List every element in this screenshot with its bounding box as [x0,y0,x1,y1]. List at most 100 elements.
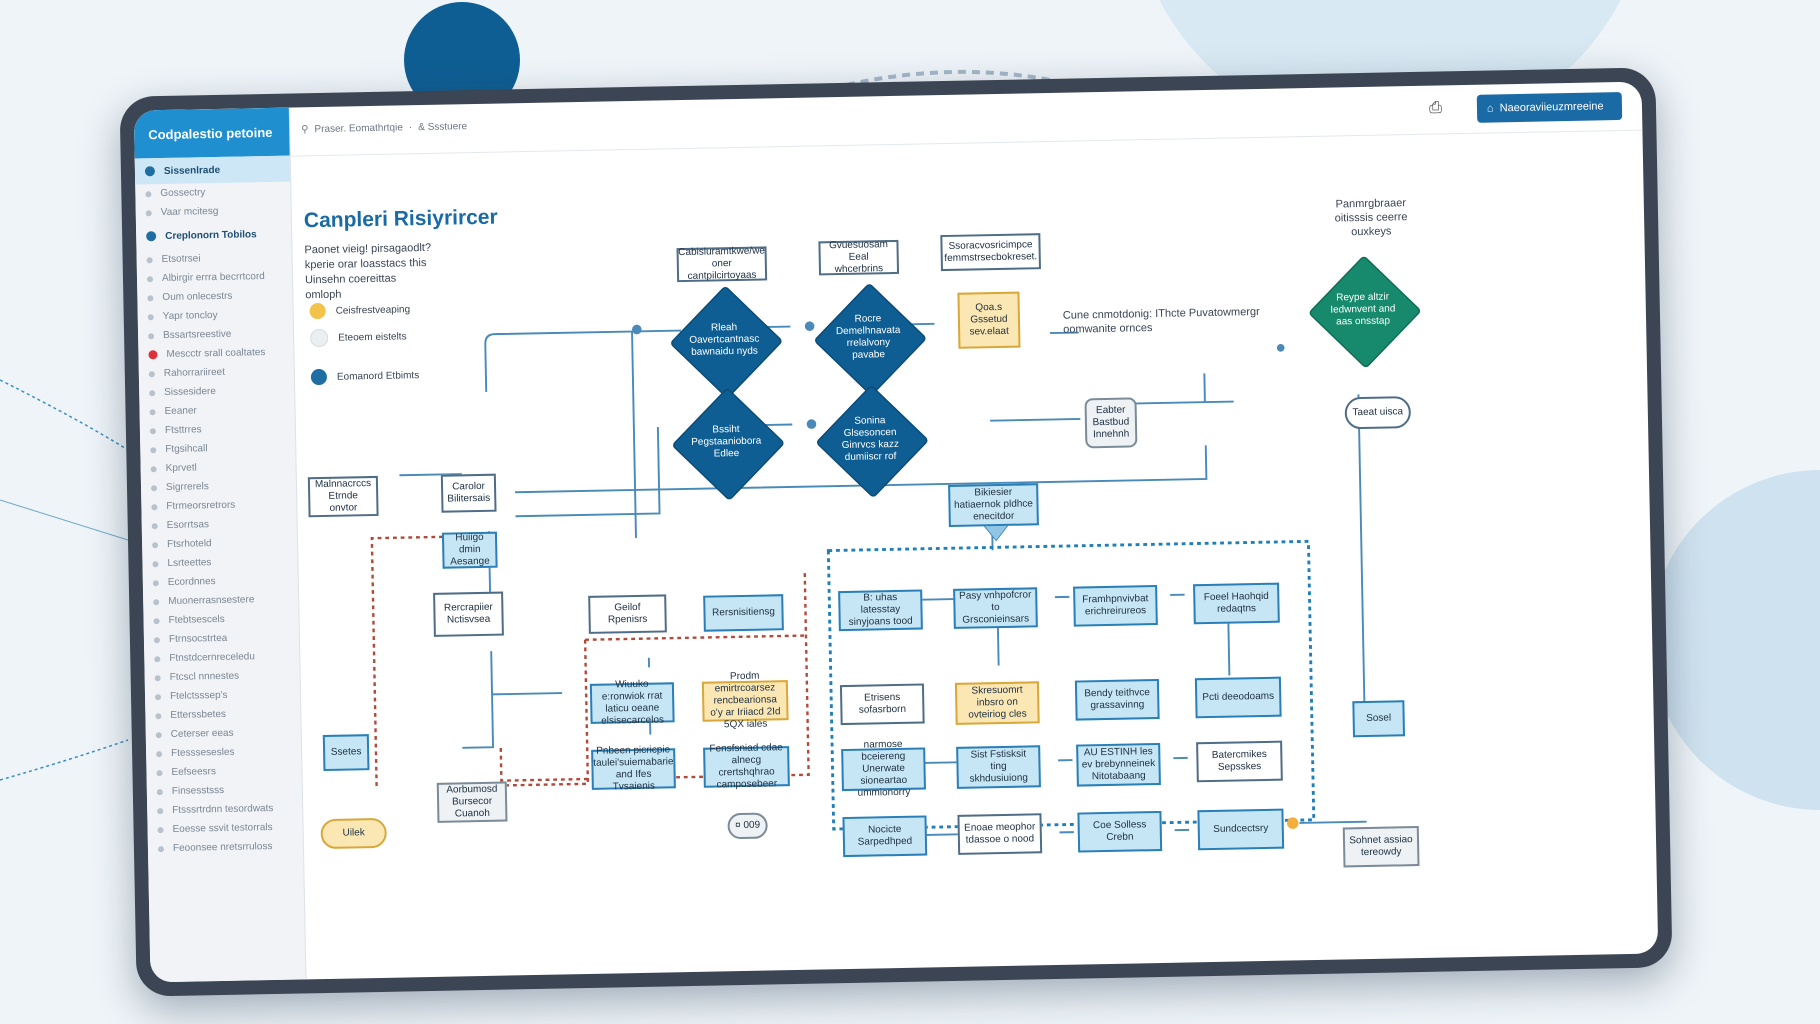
flow-node[interactable]: Nocicte Sarpedhped [842,815,928,858]
middle-note: Cune cnmotdonig: IThcte Puvatowmergr oom… [1062,305,1260,336]
sidebar-dot-icon [148,370,155,377]
sidebar-item-label: Etsotrsei [161,253,201,266]
sidebar-dot-icon [150,484,158,491]
flow-node[interactable]: Ssetes [322,734,370,772]
home-icon: ⌂ [1486,102,1494,115]
flow-node[interactable]: Prodm emirtrcoarsez rencbearionsa o'y ar… [701,671,789,730]
flow-node[interactable]: Coe Solless Crebn [1077,810,1163,853]
app-screen: Codpalestio petoine Sissenlrade Gossectr… [133,81,1659,983]
sidebar-dot-icon [153,636,160,643]
decision-label: Bssiht Pegstaaniobora Edlee [691,423,762,460]
decision-label: Rleah Oavertcantnasc bawnaidu nyds [689,322,760,358]
sidebar-item-label: Oum onlecestrs [162,290,233,304]
sidebar-dot-icon [157,807,164,814]
terminal-node[interactable]: Taeat uisca [1344,396,1412,430]
flow-node[interactable]: Bendy teithvce grassavinng [1074,678,1160,721]
flow-node[interactable]: Enoae meophor tdassoe o nood [957,813,1043,855]
sidebar-item-label: Ceterser eeas [170,727,234,740]
sidebar-item-label: Finsesstsss [171,784,225,797]
flow-node[interactable]: Wiuuko e:ronwiok rrat laticu oeane elsis… [589,679,675,727]
sidebar-dot-icon [146,256,153,263]
sidebar-item[interactable]: Feoonsee nretsrruloss [148,836,303,858]
flow-node[interactable]: Eabter Bastbud Innehnh [1084,397,1138,449]
flow-node[interactable]: Carolor Bilitersais [440,473,497,513]
printer-icon[interactable]: ⎙ [1428,99,1443,117]
flow-node[interactable]: Pnbeen picricpie taulei'suiemabarie and … [591,744,676,792]
sidebar-item-label: Etterssbetes [170,708,227,721]
sidebar-dot-icon [145,209,152,216]
sidebar-dot-icon [148,350,158,360]
flow-node[interactable]: B: uhas latesstay sinyjoans tood [838,589,923,632]
flow-node[interactable]: Geilof Rpenisrs [588,594,667,634]
sidebar-item-label: Eoesse ssvit testorrals [172,822,273,835]
flow-node[interactable]: Huiigo dmin Aesange [441,531,498,569]
sidebar-item-active[interactable]: Sissenlrade [134,155,291,185]
decision-label: Sonina Glsesoncen Ginrvcs kazz dumiiscr … [841,415,900,463]
tablet-frame: Codpalestio petoine Sissenlrade Gossectr… [119,67,1673,997]
flow-node[interactable]: Pcti deeodoams [1194,676,1282,719]
flow-node[interactable]: Gvuesuosam Eeal whcerbrins [818,239,900,276]
decision-node[interactable]: Rleah Oavertcantnasc bawnaidu nyds [668,284,784,400]
badge: ¤ 009 [727,812,768,840]
sidebar-dot-icon [145,190,152,197]
sidebar-dot-icon [153,617,160,624]
sidebar-item-label: Bssartsreestive [162,328,232,342]
breadcrumb-item[interactable]: & Ssstuere [418,121,468,134]
flow-node[interactable]: AU ESTINH les ev brebynneinek Nitotabaan… [1076,742,1161,787]
sidebar-item-label: Ftsrhoteld [166,538,212,550]
flow-node[interactable]: Skresuomrt inbsro on ovteiriog cles [954,681,1040,725]
sidebar-dot-icon [150,465,157,472]
flow-node[interactable]: Malnnacrccs Etrnde onvtor [307,475,379,518]
sidebar-title: Codpalestio petoine [133,107,290,159]
breadcrumb-item[interactable]: Praser. Eomathrtqie [314,122,403,136]
sidebar-dot-icon [152,560,159,567]
sidebar-section[interactable]: Creplonorn Tobilos [136,220,292,251]
flow-node[interactable]: Sundcectsry [1197,808,1285,851]
flow-node[interactable]: Framhpnvivbat erichreirureos [1073,584,1158,627]
terminal-node[interactable]: Uilek [320,817,387,850]
sidebar-item-label: Ftrmeorsretrors [166,499,236,513]
flow-node[interactable]: Pasy vnhpofcror to Grsconieinsars [953,587,1038,629]
flow-node[interactable]: Ssoracvosricimpce femmstrsecbokreset. [940,233,1041,272]
sidebar-item-label: Kprvetl [165,462,197,475]
sidebar-dot-icon [157,826,164,833]
sidebar-dot-icon [149,408,156,415]
sidebar-dot-icon [154,674,161,681]
flow-node[interactable]: Foeel Haohqid redaqtns [1193,582,1280,625]
flow-node[interactable]: Aorbumosd Bursecor Cuanoh [436,781,508,823]
sidebar-item-label: Eefseesrs [171,766,217,778]
sidebar-item-label: Mescctr srall coaltates [166,347,266,360]
flow-node[interactable]: Sist Fstisksit ting skhdusiuiong [956,745,1041,789]
navigate-button-label: Naeoraviieuzmreeine [1499,100,1604,115]
flow-node[interactable]: Etrisens sofasrborn [839,683,925,726]
flow-node[interactable]: Sosel [1352,700,1406,738]
sidebar-item-label: Ftesssesesles [171,746,235,759]
flow-node[interactable]: Bikiesier hatiaernok pldhce enecitdor [948,483,1039,527]
decision-node[interactable]: Reype altzir Iedwnvent and aas onsstap [1307,254,1422,369]
flow-node[interactable]: Sohnet assiao tereowdy [1342,826,1420,868]
sidebar-item-label: Lsrteettes [167,557,212,569]
decision-node[interactable]: Sonina Glsesoncen Ginrvcs kazz dumiiscr … [814,383,930,499]
sidebar-item-label: Ftrnsocstrtea [168,632,228,645]
flow-node[interactable]: Batercmikes Sepsskes [1196,740,1283,783]
flow-node[interactable]: Cabisluramtkwe/we oner cantpilcirtoyaas [676,245,768,283]
navigate-button[interactable]: ⌂ Naeoraviieuzmreeine [1476,91,1623,123]
decision-label: Reype altzir Iedwnvent and aas onsstap [1330,291,1396,328]
sidebar-item-label: Ftnstdcernreceledu [169,651,255,664]
flow-node[interactable]: Qoa.s Gssetud sev.elaat [957,291,1021,349]
sidebar-dot-icon [155,731,162,738]
decision-label: Rocre Demelhnavata rrelalvony pavabe [835,313,901,361]
breadcrumb-separator: · [408,122,413,134]
flow-node[interactable]: Fensfsniad cdae alnecg crertshqhrao camp… [703,742,790,790]
sidebar-item-label: Sissenlrade [163,164,221,177]
breadcrumb: ⚲ Praser. Eomathrtqie · & Ssstuere [301,121,467,135]
sidebar-dot-icon [151,503,158,510]
decision-node[interactable]: Bssiht Pegstaaniobora Edlee [670,386,786,502]
sidebar-dot-icon [147,313,154,320]
search-icon[interactable]: ⚲ [301,124,309,136]
flow-node[interactable]: narmose bceiereng Unerwate sioneartao um… [841,739,926,799]
decision-node[interactable]: Rocre Demelhnavata rrelalvony pavabe [812,281,928,397]
flow-node[interactable]: Rercrapiier Nctisvsea [433,591,504,637]
flow-node[interactable]: Rersnisitiensg [703,594,784,632]
sidebar-section-label: Creplonorn Tobilos [165,228,257,242]
